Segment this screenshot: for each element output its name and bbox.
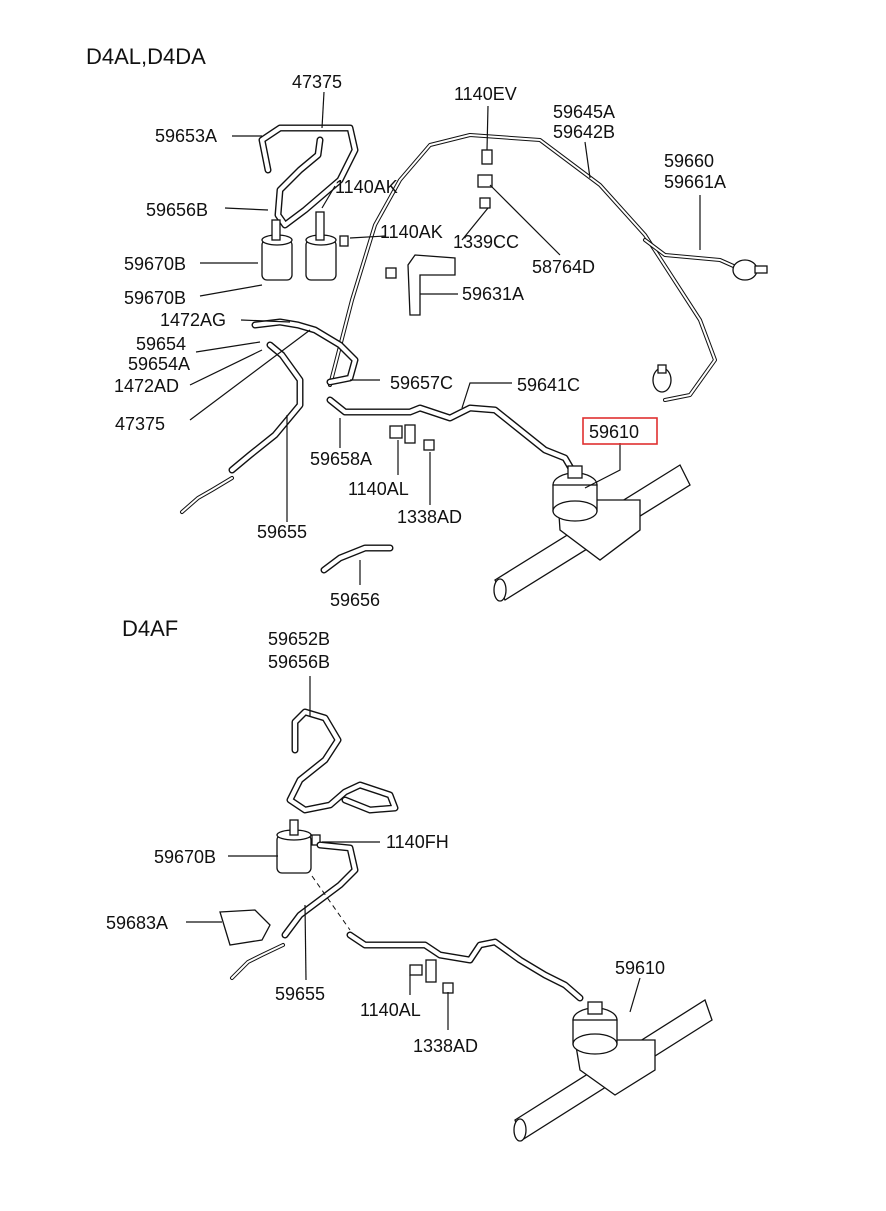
label-59655: 59655 <box>257 522 307 542</box>
vacuum-valve-part <box>652 259 768 393</box>
bottom-leader-lines <box>186 676 641 1030</box>
label-59610-highlighted[interactable]: 59610 <box>589 422 639 442</box>
label-59631A: 59631A <box>462 284 524 304</box>
label-59657C: 59657C <box>390 373 453 393</box>
label-1472AG: 1472AG <box>160 310 226 330</box>
bracket-59683A <box>219 909 271 946</box>
label-1140AL: 1140AL <box>348 479 409 499</box>
section-title-top: D4AL,D4DA <box>86 44 206 69</box>
highlight-box-59610 <box>582 417 658 445</box>
label-59653A: 59653A <box>155 126 217 146</box>
label-59645A: 59645A <box>553 102 615 122</box>
top-labels: 47375 59653A 59656B 1140AK 1140AK 59670B… <box>114 72 726 610</box>
label-59656: 59656 <box>330 590 380 610</box>
label-59656B: 59656B <box>146 200 208 220</box>
top-assembly-drawing <box>180 124 768 602</box>
actuator-59610-top <box>493 464 691 602</box>
label-59654A: 59654A <box>128 354 190 374</box>
label-1140AK: 1140AK <box>335 177 398 197</box>
label-47375: 47375 <box>292 72 342 92</box>
label-1338AD: 1338AD <box>397 507 462 527</box>
label-1140EV: 1140EV <box>454 84 517 104</box>
label-59652B: 59652B <box>268 629 330 649</box>
bracket-59631A <box>385 149 493 316</box>
label-59658A: 59658A <box>310 449 372 469</box>
label-59655-bottom: 59655 <box>275 984 325 1004</box>
label-1140AL-bottom: 1140AL <box>360 1000 421 1020</box>
section-title-bottom: D4AF <box>122 616 178 641</box>
canister-pair <box>261 211 349 281</box>
label-59670B-second: 59670B <box>124 288 186 308</box>
label-59610-bottom: 59610 <box>615 958 665 978</box>
label-1140FH: 1140FH <box>386 832 449 852</box>
label-59661A: 59661A <box>664 172 726 192</box>
actuator-59610-bottom <box>513 999 713 1142</box>
label-59683A: 59683A <box>106 913 168 933</box>
label-1472AD: 1472AD <box>114 376 179 396</box>
top-leader-lines <box>189 91 701 585</box>
label-59641C: 59641C <box>517 375 580 395</box>
label-59670B: 59670B <box>124 254 186 274</box>
label-59654: 59654 <box>136 334 186 354</box>
canister-59670B-bottom <box>276 819 321 874</box>
bottom-labels: 59652B 59656B 59670B 1140FH 59683A 59655… <box>106 629 665 1056</box>
label-1338AD-bottom: 1338AD <box>413 1036 478 1056</box>
label-59642B: 59642B <box>553 122 615 142</box>
bottom-assembly-drawing <box>219 708 713 1142</box>
label-47375-lower: 47375 <box>115 414 165 434</box>
label-59670B-bottom: 59670B <box>154 847 216 867</box>
label-1339CC: 1339CC <box>453 232 519 252</box>
label-59660: 59660 <box>664 151 714 171</box>
label-1140AK-second: 1140AK <box>380 222 443 242</box>
label-59656B-bottom: 59656B <box>268 652 330 672</box>
label-58764D: 58764D <box>532 257 595 277</box>
